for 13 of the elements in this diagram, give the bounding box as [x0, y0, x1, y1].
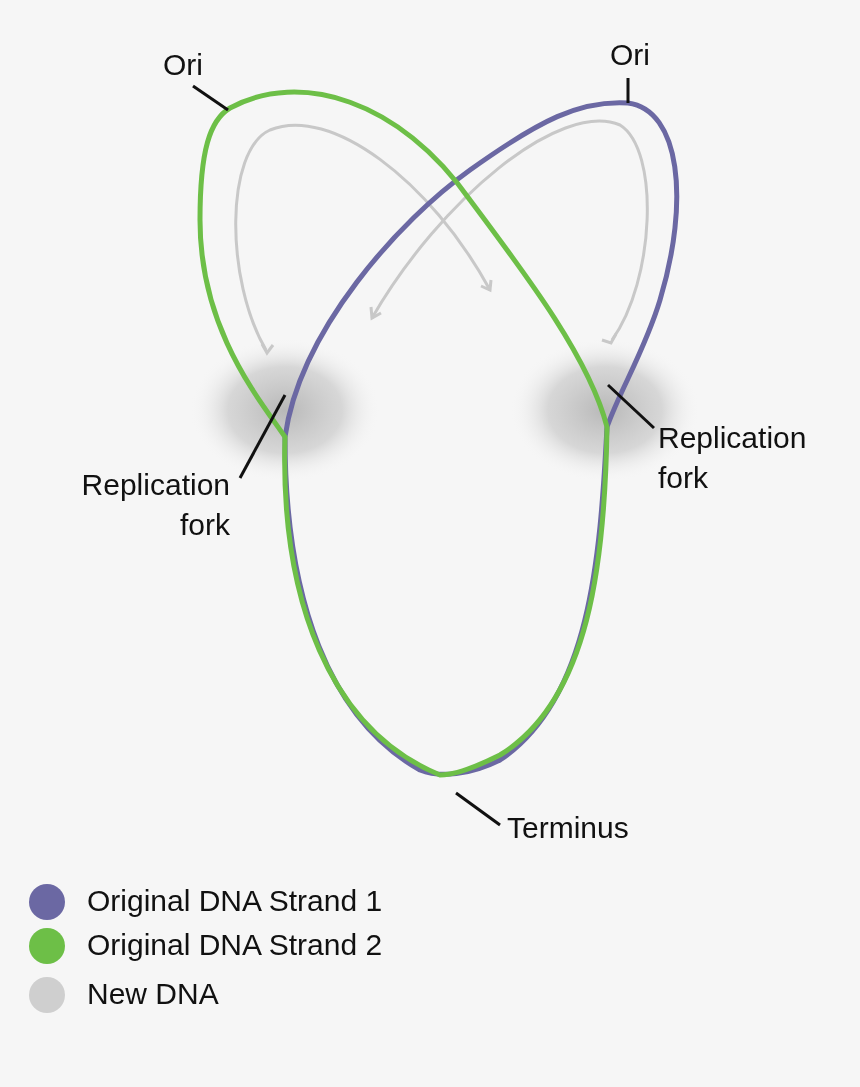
legend-label: New DNA — [87, 977, 219, 1011]
legend-label: Original DNA Strand 2 — [87, 928, 383, 962]
leader-line — [455, 791, 501, 827]
legend-label: Original DNA Strand 1 — [87, 884, 383, 918]
leader-line — [192, 84, 229, 112]
annotation-label: Replication fork — [658, 418, 848, 498]
annotation-label: Replication fork — [40, 465, 230, 545]
annotation-label: Ori — [610, 35, 680, 75]
leader-line — [238, 394, 287, 479]
annotation-label: Terminus — [507, 808, 657, 848]
leader-line — [626, 78, 630, 103]
annotation-label: Ori — [163, 45, 233, 85]
leader-line — [606, 383, 656, 430]
